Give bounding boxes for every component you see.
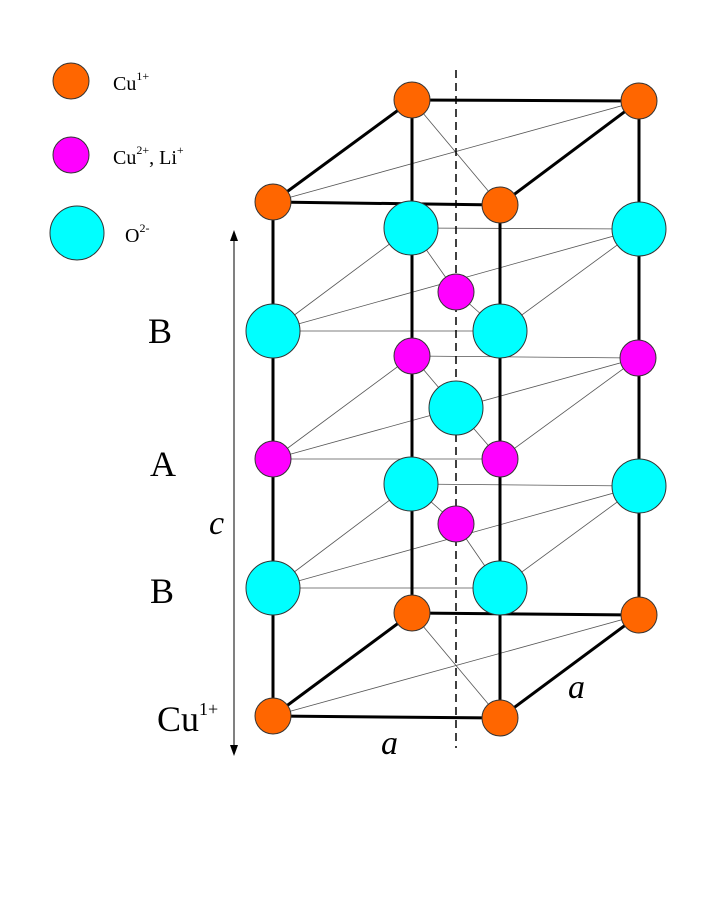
layer-label-b-lower: B [150, 571, 174, 611]
legend-item-oxygen: O2- [49, 205, 149, 261]
param-label-a-bottom: a [381, 725, 398, 762]
atom-cu2-li [254, 440, 292, 478]
atom-cu2-li [437, 505, 475, 543]
legend-item-cu2-li: Cu2+, Li+ [52, 136, 184, 174]
atom-oxygen [472, 560, 528, 616]
atom-cu2-li [481, 440, 519, 478]
layer-label-b-upper: B [148, 311, 172, 351]
layer-label-cu1: Cu1+ [157, 699, 218, 739]
atom-oxygen [472, 303, 528, 359]
atom-cu1 [620, 82, 658, 120]
atom-oxygen [383, 200, 439, 256]
atom-cu1 [481, 699, 519, 737]
atom-cu1 [620, 596, 658, 634]
atom-oxygen [428, 380, 484, 436]
atom-cu1 [393, 594, 431, 632]
legend-label-cu2-li: Cu2+, Li+ [113, 143, 184, 169]
param-label-c: c [209, 505, 224, 542]
atom-oxygen [383, 456, 439, 512]
atom-cu2-li [619, 339, 657, 377]
atom-cu1 [254, 697, 292, 735]
legend-swatch-cu2-li [52, 136, 90, 174]
layer-label-a: A [150, 444, 176, 484]
atom-cu1 [254, 183, 292, 221]
atom-cu2-li [437, 273, 475, 311]
legend-label-oxygen: O2- [125, 221, 149, 247]
atom-cu2-li [393, 337, 431, 375]
atom-oxygen [245, 303, 301, 359]
param-label-a-side: a [568, 669, 585, 706]
legend: Cu1+ Cu2+, Li+ O2- [49, 62, 184, 261]
atom-oxygen [245, 560, 301, 616]
legend-swatch-oxygen [49, 205, 105, 261]
atom-oxygen [611, 458, 667, 514]
legend-label-cu1: Cu1+ [113, 69, 149, 95]
legend-swatch-cu1 [52, 62, 90, 100]
atom-cu1 [393, 81, 431, 119]
legend-item-cu1: Cu1+ [52, 62, 149, 100]
atoms [245, 81, 667, 737]
c-axis-arrow [230, 230, 238, 756]
atom-cu1 [481, 186, 519, 224]
atom-oxygen [611, 201, 667, 257]
